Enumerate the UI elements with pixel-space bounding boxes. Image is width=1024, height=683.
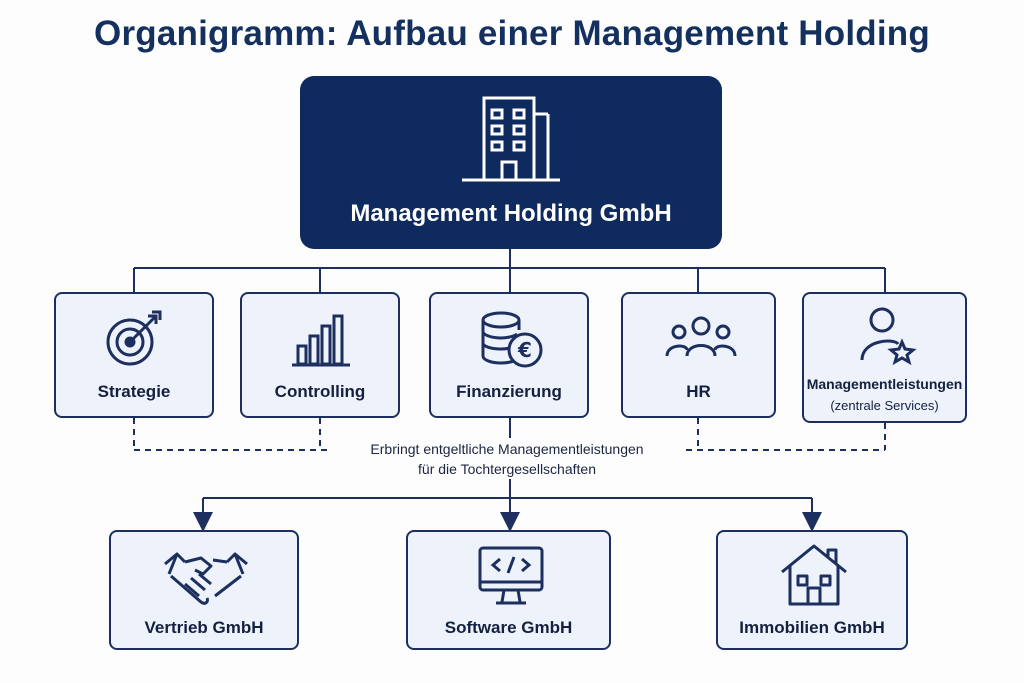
- function-box-controlling[interactable]: Controlling: [240, 292, 400, 418]
- holding-box[interactable]: Management Holding GmbH: [300, 76, 722, 249]
- coins-euro-icon: €: [481, 311, 543, 368]
- function-box-finanzierung[interactable]: € Finanzierung: [429, 292, 589, 418]
- target-icon: [106, 310, 162, 366]
- svg-text:€: €: [517, 338, 532, 362]
- house-icon: [781, 544, 847, 606]
- function-label: Controlling: [274, 382, 366, 401]
- service-note-line1: Erbringt entgeltliche Managementleistung…: [370, 441, 644, 457]
- service-note: Erbringt entgeltliche Managementleistung…: [332, 439, 682, 479]
- subsidiary-label: Vertrieb GmbH: [144, 618, 264, 637]
- function-label: Strategie: [97, 382, 171, 401]
- subsidiary-box-immobilien[interactable]: Immobilien GmbH: [716, 530, 908, 650]
- subsidiary-box-vertrieb[interactable]: Vertrieb GmbH: [109, 530, 299, 650]
- bar-chart-icon: [292, 314, 350, 367]
- function-box-managementleistungen[interactable]: Managementleistungen (zentrale Services): [802, 292, 967, 423]
- function-label: Finanzierung: [456, 382, 562, 401]
- monitor-code-icon: [478, 546, 544, 605]
- service-note-line2: für die Tochtergesellschaften: [418, 461, 596, 477]
- function-label: Managementleistungen: [806, 376, 963, 392]
- function-label: HR: [686, 382, 711, 401]
- people-icon: [665, 316, 737, 357]
- function-box-strategie[interactable]: Strategie: [54, 292, 214, 418]
- holding-label: Management Holding GmbH: [350, 200, 672, 227]
- page-title: Organigramm: Aufbau einer Management Hol…: [94, 14, 930, 53]
- function-sublabel: (zentrale Services): [830, 398, 939, 413]
- subsidiary-box-software[interactable]: Software GmbH: [406, 530, 611, 650]
- subsidiary-label: Software GmbH: [444, 618, 573, 637]
- function-box-hr[interactable]: HR: [621, 292, 776, 418]
- handshake-icon: [164, 552, 248, 605]
- building-icon: [462, 96, 560, 182]
- user-star-icon: [860, 307, 917, 366]
- subsidiary-label: Immobilien GmbH: [739, 618, 885, 637]
